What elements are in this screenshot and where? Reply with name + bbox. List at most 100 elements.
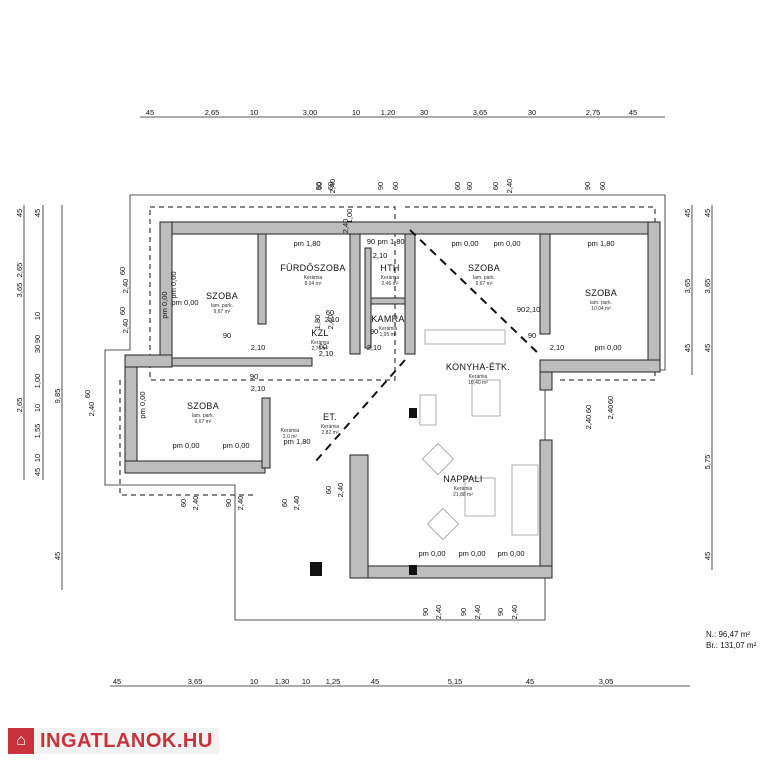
window-label: 2,40 [434, 605, 443, 620]
right-dimension: 45 [703, 344, 712, 352]
sill-height-label: pm 0,00 [138, 391, 147, 418]
room-area: 10,04 m² [591, 306, 611, 312]
window-label: 60 [391, 182, 400, 190]
room-area: 9,67 m² [476, 281, 493, 287]
left-dimension: 30 [33, 345, 42, 353]
room-area: 2,70 m² [312, 346, 329, 352]
door-label: 2,10 [367, 343, 382, 352]
left-dimension: 45 [53, 552, 62, 560]
window-label: 2,40 [510, 605, 519, 620]
sill-height-label: pm 0,00 [458, 549, 485, 558]
window-label: 2,40 [341, 219, 350, 234]
window-label: 60 [118, 267, 127, 275]
window-label: 60 [324, 486, 333, 494]
window-label: 2,40 [328, 179, 337, 194]
window-label: 60 [465, 182, 474, 190]
right-dimension: 45 [683, 209, 692, 217]
window-label: 60 [280, 499, 289, 507]
room-floor: Kerámia [379, 326, 398, 332]
bottom-dimension: 1,25 [326, 677, 341, 686]
right-dimension: 45 [703, 552, 712, 560]
window-label: 90 [459, 608, 468, 616]
sill-height-label: pm 0,00 [451, 239, 478, 248]
room-floor: lam. park. [211, 303, 233, 309]
left-dimension: 10 [33, 404, 42, 412]
window-label: 60 [315, 182, 324, 190]
bottom-dimension: 5,15 [448, 677, 463, 686]
window-label: 2,40 [326, 315, 335, 330]
top-dimension: 45 [629, 108, 637, 117]
room-area: 8,04 m² [305, 281, 322, 287]
room-area: 9,67 m² [214, 309, 231, 315]
room-name: KAMRA [371, 314, 405, 324]
sill-height-label: pm 0,00 [172, 441, 199, 450]
left-dimension: 10 [33, 312, 42, 320]
window-label: 60 [453, 182, 462, 190]
window-label: 90 [376, 182, 385, 190]
right-dimension: 5,75 [703, 455, 712, 470]
door-label: 60 [326, 308, 334, 317]
top-dimension: 30 [420, 108, 428, 117]
window-label: 2,40 [584, 415, 593, 430]
window-label: 1,80 [313, 315, 322, 330]
window-label: 2,40 [121, 319, 130, 334]
room-area: 2,46 m² [382, 281, 399, 287]
room-floor: Kerámia [381, 275, 400, 281]
window-label: 60 [326, 182, 335, 190]
door-label: 90 [517, 305, 525, 314]
window-label: 2,40 [236, 496, 245, 511]
furniture [419, 329, 539, 541]
room-name: SZOBA [585, 288, 617, 298]
room-floor: Kerámia [454, 486, 473, 492]
top-dimension: 2,65 [205, 108, 220, 117]
bottom-dimension: 10 [250, 677, 258, 686]
bottom-dimension: 45 [113, 677, 121, 686]
door-label: 2,10 [251, 384, 266, 393]
left-dimension: 90 [33, 335, 42, 343]
door-label: 90 [367, 237, 375, 246]
window-label: 2,40 [87, 402, 96, 417]
left-dimension: 45 [33, 468, 42, 476]
window-label: 2,40 [336, 483, 345, 498]
window-label: 2,40 [505, 179, 514, 194]
room-floor: lam. park. [590, 300, 612, 306]
window-label: 60 [118, 307, 127, 315]
window-label: 90 [314, 182, 323, 190]
door-label: 2,10 [251, 343, 266, 352]
door-label: 90 [528, 331, 536, 340]
window-label: 90 [421, 608, 430, 616]
window-label: 60 [83, 390, 92, 398]
window-label: 60 [491, 182, 500, 190]
house-icon: ⌂ [8, 728, 34, 754]
bottom-dimension: 10 [302, 677, 310, 686]
door-label: 90 [223, 331, 231, 340]
walls [124, 221, 661, 579]
window-label: 60 [584, 405, 593, 413]
room-floor: Kerámia [281, 428, 300, 434]
room-name: NAPPALI [443, 474, 482, 484]
door-label: 2,10 [373, 251, 388, 260]
sill-height-label: pm 0,00 [497, 549, 524, 558]
window-label: 2,40 [292, 496, 301, 511]
bottom-dimension: 45 [371, 677, 379, 686]
sill-height-label: pm 0,00 [160, 291, 169, 318]
sill-height-label: pm 0,00 [594, 343, 621, 352]
door-label: 2,10 [325, 315, 340, 324]
sill-height-label: pm 0,00 [418, 549, 445, 558]
top-dimension: 45 [146, 108, 154, 117]
left-dimension: 1,00 [33, 374, 42, 389]
window-label: 2,40 [121, 279, 130, 294]
sill-height-label: pm 0,00 [493, 239, 520, 248]
door-label: 60 [319, 342, 327, 351]
window-label: 90 [583, 182, 592, 190]
window-label: 60 [606, 396, 615, 404]
sill-height-label: pm 1,80 [293, 239, 320, 248]
room-area: 1,95 m² [380, 332, 397, 338]
room-name: ET. [323, 412, 337, 422]
top-dimension: 10 [250, 108, 258, 117]
room-floor: Kerámia [304, 275, 323, 281]
window-label: 2,40 [473, 605, 482, 620]
dimension-lines [23, 116, 713, 687]
room-name: SZOBA [187, 401, 219, 411]
